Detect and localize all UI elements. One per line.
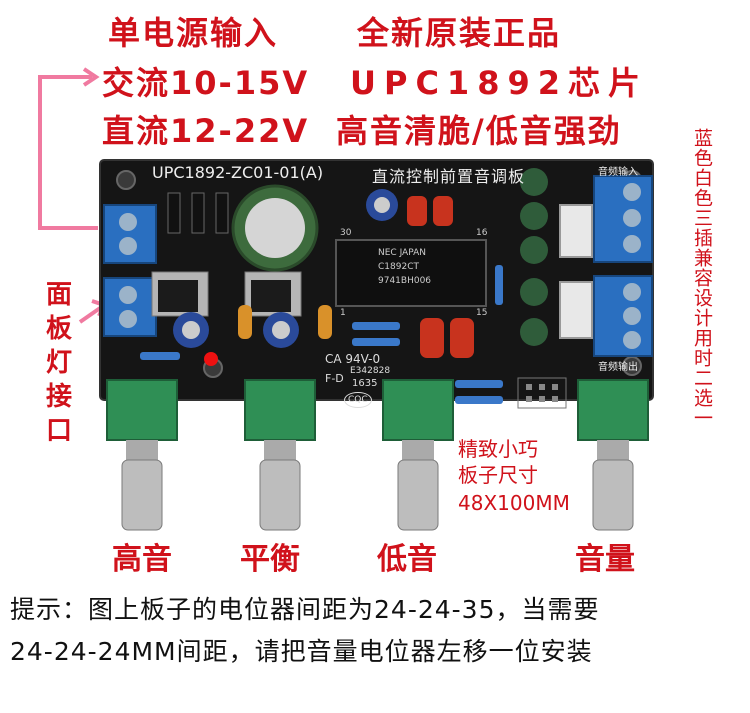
board-model: UPC1892-ZC01-01(A)	[152, 163, 324, 182]
callout-side-note: 蓝色白色三插兼容设计用时二选一	[691, 128, 713, 428]
pin-1-label: 1	[340, 308, 346, 318]
callout-power-dc: 直流12-22V	[102, 112, 310, 150]
callout-power-ac: 交流10-15V	[102, 64, 310, 102]
callout-sound: 高音清脆/低音强劲	[336, 112, 622, 150]
potentiometer-balance	[244, 379, 316, 531]
callout-size-line3: 48X100MM	[458, 491, 570, 515]
board-title: 直流控制前置音调板	[372, 167, 526, 186]
panel-light-char: 面	[46, 280, 73, 310]
callout-chip: UPC1892芯片	[350, 64, 648, 102]
film-capacitors	[238, 196, 474, 358]
panel-light-char: 接	[46, 382, 73, 412]
knob-label-treble: 高音	[112, 542, 172, 577]
diodes	[167, 192, 229, 234]
potentiometer-volume	[577, 379, 649, 531]
chip-brand: NEC JAPAN	[378, 248, 426, 258]
main-capacitor	[231, 184, 319, 272]
knob-label-bass: 低音	[377, 542, 437, 577]
knob-label-volume: 音量	[575, 542, 635, 577]
callout-power-title: 单电源输入	[108, 14, 279, 52]
resistors	[140, 265, 503, 404]
panel-light-terminal	[103, 277, 157, 337]
potentiometer-treble	[106, 379, 178, 531]
callout-size-line2: 板子尺寸	[458, 463, 538, 487]
audio-in-terminal	[593, 175, 653, 263]
callout-panel-light: 面 板 灯 接 口	[46, 278, 72, 448]
audio-out-label: 音频输出	[598, 362, 638, 373]
panel-light-char: 灯	[46, 348, 73, 378]
callout-size-line1: 精致小巧	[458, 437, 538, 461]
power-arrow	[38, 67, 100, 230]
power-terminal	[103, 204, 157, 264]
cert-label: CA 94V-0	[325, 352, 381, 366]
panel-light-char: 板	[46, 314, 73, 344]
audio-in-label: 音频输入	[598, 167, 638, 178]
fd-label: F-D	[325, 372, 344, 385]
footer-tip-line1: 提示：图上板子的电位器间距为24-24-35，当需要	[10, 595, 600, 624]
potentiometer-bass	[382, 379, 454, 531]
pin-16-label: 16	[476, 228, 488, 238]
chip-code: 9741BH006	[378, 276, 432, 286]
regulators	[151, 271, 302, 317]
white-connectors	[559, 204, 593, 339]
panel-light-char: 口	[46, 416, 73, 446]
led	[204, 352, 218, 366]
cert-number: E342828	[350, 366, 391, 376]
capacitors	[173, 168, 548, 348]
knob-label-balance: 平衡	[240, 542, 300, 577]
ic-chip	[335, 239, 487, 307]
chip-part: C1892CT	[378, 262, 419, 272]
audio-out-terminal	[593, 275, 653, 357]
cqc-mark: CQC	[344, 392, 372, 408]
pin-30-label: 30	[340, 228, 352, 238]
footer-tip-line2: 24-24-24MM间距，请把音量电位器左移一位安装	[10, 637, 593, 666]
pin-15-label: 15	[476, 308, 488, 318]
date-code: 1635	[352, 378, 378, 389]
header-pins	[517, 377, 567, 409]
callout-genuine: 全新原装正品	[357, 14, 562, 52]
